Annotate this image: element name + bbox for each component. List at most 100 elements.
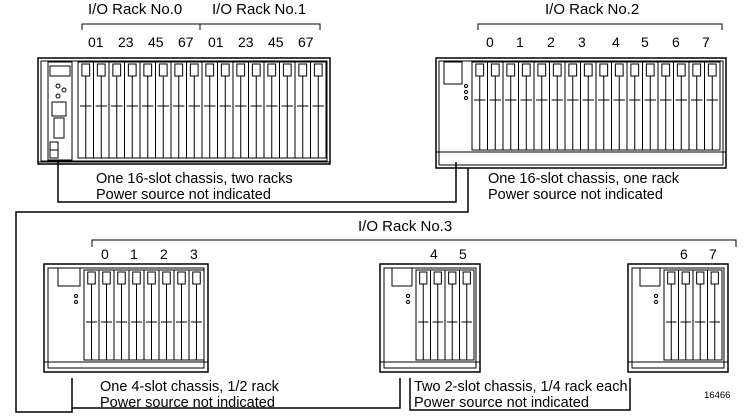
slot-label: 1 <box>130 246 138 262</box>
module-slot <box>564 61 581 151</box>
module-slot <box>707 269 723 361</box>
chassis-16-slot-two-racks <box>37 57 331 165</box>
module-slot <box>678 269 694 361</box>
rack-3-title: I/O Rack No.3 <box>358 218 452 235</box>
module-slot <box>263 61 280 159</box>
chassis-4-slot-half-rack <box>43 263 209 373</box>
cabling <box>15 162 631 413</box>
module-slot <box>232 61 249 159</box>
slot-label: 5 <box>641 34 649 50</box>
module-slot <box>415 269 431 361</box>
caption-chassis1-line1: One 16-slot chassis, two racks <box>96 171 293 187</box>
slot-label: 01 <box>208 34 224 50</box>
module-slot <box>139 61 156 159</box>
module-slot <box>688 61 705 151</box>
module-slot <box>279 61 296 159</box>
module-slot <box>580 61 597 151</box>
slot-label: 7 <box>702 34 710 50</box>
caption-chassis3-line1: One 4-slot chassis, 1/2 rack <box>100 379 280 395</box>
module-slot <box>657 61 674 151</box>
slot-label: 0 <box>486 34 494 50</box>
module-slot <box>201 61 218 159</box>
slot-label: 45 <box>148 34 164 50</box>
slot-label: 4 <box>430 246 438 262</box>
slot-label: 4 <box>612 34 620 50</box>
module-slot <box>595 61 612 151</box>
rack-0-title: I/O Rack No.0 <box>88 1 182 18</box>
chassis-16-slot-one-rack <box>435 57 727 169</box>
module-slot <box>217 61 234 159</box>
caption-chassis3-line2: Power source not indicated <box>100 395 275 411</box>
module-slot <box>459 269 475 361</box>
rack-0-brace <box>81 23 201 30</box>
slot-label: 0 <box>101 246 109 262</box>
module-slot <box>143 269 160 361</box>
module-slot <box>611 61 628 151</box>
module-slot <box>170 61 187 159</box>
slot-label: 2 <box>160 246 168 262</box>
slot-label: 23 <box>118 34 134 50</box>
module-slot <box>663 269 679 361</box>
module-slot <box>294 61 311 159</box>
module-slot <box>471 61 488 151</box>
slot-label: 2 <box>547 34 555 50</box>
chassis-2-slot-a <box>379 263 481 373</box>
module-slot <box>124 61 141 159</box>
module-slot <box>155 61 172 159</box>
rack-2-brace <box>477 23 723 30</box>
slot-label: 01 <box>88 34 104 50</box>
slot-label: 3 <box>190 246 198 262</box>
module-slot <box>444 269 460 361</box>
module-slot <box>158 269 175 361</box>
module-slot <box>518 61 535 151</box>
module-slot <box>310 61 327 159</box>
slot-numbers: 01 23 45 67 01 23 45 67 0 1 2 3 4 5 6 7 … <box>88 34 717 262</box>
module-slot <box>692 269 708 361</box>
cable-chassis2-to-chassis3 <box>15 168 469 413</box>
module-slot <box>77 61 94 159</box>
module-slot <box>128 269 145 361</box>
module-slot <box>487 61 504 151</box>
module-slot <box>673 61 690 151</box>
slot-label: 23 <box>238 34 254 50</box>
rack-1-brace <box>199 23 321 30</box>
figure-number: 16466 <box>704 390 730 401</box>
slot-label: 6 <box>680 246 688 262</box>
module-slot <box>83 269 100 361</box>
cable-chassis3-to-chassis4a <box>72 378 401 409</box>
caption-chassis4-line1: Two 2-slot chassis, 1/4 rack each <box>414 379 628 395</box>
slot-label: 45 <box>268 34 284 50</box>
slot-label: 5 <box>459 246 467 262</box>
rack-2-title: I/O Rack No.2 <box>545 1 639 18</box>
module-slot <box>93 61 110 159</box>
slot-label: 3 <box>578 34 586 50</box>
module-slot <box>626 61 643 151</box>
slot-label: 7 <box>709 246 717 262</box>
module-slot <box>188 269 205 361</box>
module-slot <box>549 61 566 151</box>
module-slot <box>98 269 115 361</box>
module-slot <box>248 61 265 159</box>
slot-label: 67 <box>298 34 314 50</box>
module-slot <box>173 269 190 361</box>
caption-chassis4-line2: Power source not indicated <box>414 395 589 411</box>
module-slot <box>113 269 130 361</box>
module-slot <box>108 61 125 159</box>
module-slot <box>502 61 519 151</box>
slot-label: 67 <box>178 34 194 50</box>
rack-braces <box>81 23 737 247</box>
chassis-2-slot-b <box>627 263 729 373</box>
slot-label: 1 <box>516 34 524 50</box>
slot-label: 6 <box>672 34 680 50</box>
rack-3-brace <box>91 239 737 247</box>
caption-chassis2-line2: Power source not indicated <box>488 187 663 203</box>
module-slot <box>704 61 721 151</box>
module-slot <box>533 61 550 151</box>
cable-chassis1-to-chassis2 <box>57 162 457 203</box>
caption-chassis2-line1: One 16-slot chassis, one rack <box>488 171 680 187</box>
module-slot <box>430 269 446 361</box>
module-slot <box>642 61 659 151</box>
rack-1-title: I/O Rack No.1 <box>212 1 306 18</box>
